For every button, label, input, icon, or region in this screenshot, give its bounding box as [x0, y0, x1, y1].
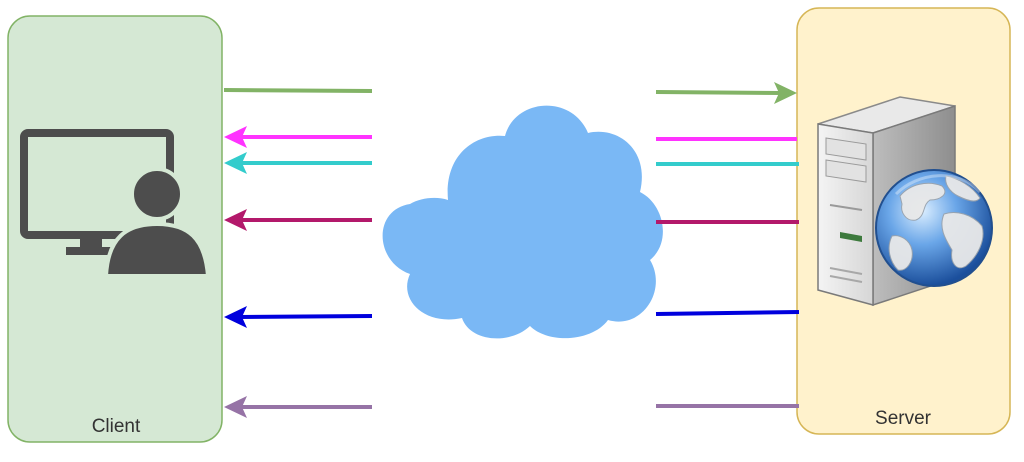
arrowhead — [224, 152, 247, 174]
computer-user-icon — [20, 129, 211, 278]
arrowhead — [224, 396, 247, 418]
arrowhead — [224, 306, 247, 328]
arrowhead — [224, 209, 247, 231]
cloud-icon — [382, 105, 663, 339]
line-segment-right — [655, 310, 800, 316]
client-box — [7, 15, 223, 443]
connection-magenta — [224, 126, 797, 148]
server-globe-icon — [817, 96, 993, 307]
client-label: Client — [92, 416, 141, 437]
connection-teal — [224, 152, 799, 174]
line-segment-right — [655, 90, 783, 95]
connection-purple — [224, 396, 799, 418]
arrowhead — [774, 82, 797, 104]
server-label: Server — [875, 408, 932, 429]
connection-blue — [224, 306, 800, 328]
arrowhead — [224, 126, 247, 148]
connection-green — [223, 82, 797, 104]
connection-crimson — [224, 209, 799, 231]
